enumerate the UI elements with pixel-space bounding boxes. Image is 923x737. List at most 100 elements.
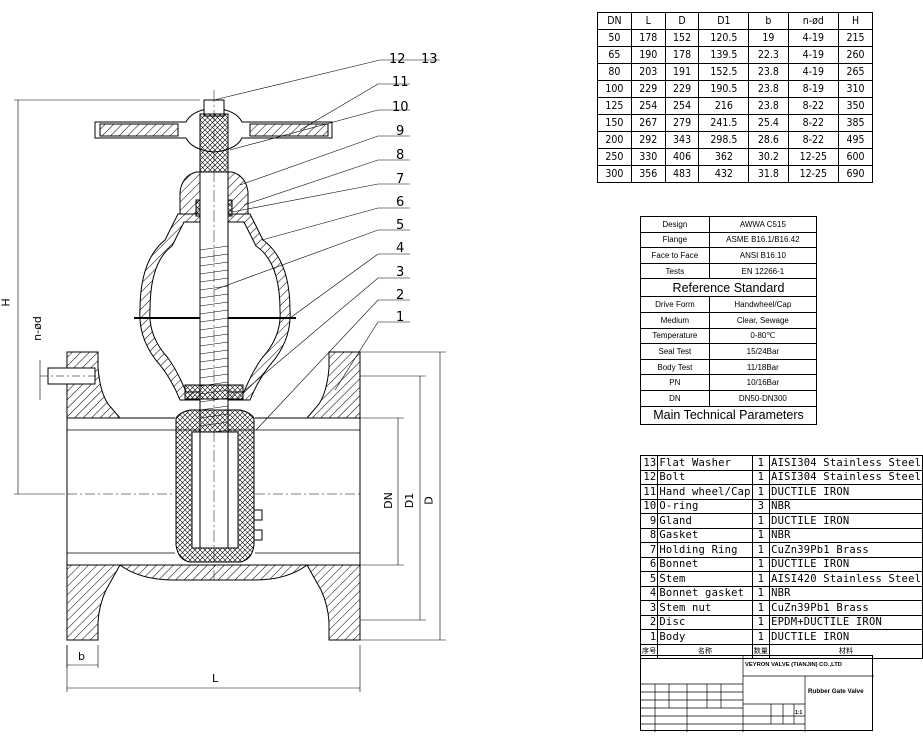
table-header-cell: D	[664, 12, 700, 30]
parameter-value: ASME B16.1/B16.42	[708, 231, 818, 249]
table-cell: 8-22	[787, 131, 840, 149]
table-cell: 80	[597, 63, 632, 81]
parameter-value: 15/24Bar	[708, 343, 818, 360]
table-cell: 23.8	[748, 80, 789, 98]
table-cell: 254	[664, 97, 700, 115]
bom-quantity: 1	[751, 556, 771, 572]
bom-part-name: Flat Washer	[657, 455, 753, 471]
table-cell: 229	[664, 80, 700, 98]
bom-item-number: 3	[639, 600, 659, 616]
bom-item-number: 10	[639, 498, 659, 514]
parameter-name: Temperature	[640, 327, 710, 345]
bom-quantity: 1	[751, 527, 771, 543]
table-cell: 356	[630, 165, 666, 183]
bom-part-name: Disc	[657, 614, 753, 630]
dim-label-d: D	[422, 496, 436, 505]
parameter-name: Seal Test	[640, 343, 710, 360]
callout-6: 6	[396, 195, 405, 210]
parameter-value: ANSI B16.10	[708, 247, 818, 264]
bom-item-number: 5	[639, 571, 659, 587]
table-cell: 350	[838, 97, 873, 115]
table-cell: 690	[838, 165, 873, 183]
table-cell: 12-25	[787, 148, 840, 166]
bom-quantity: 1	[751, 469, 771, 485]
table-cell: 200	[597, 131, 632, 149]
table-cell: 229	[630, 80, 666, 98]
dim-label-nd: n-ød	[30, 316, 44, 341]
callout-8: 8	[396, 148, 405, 163]
table-cell: 300	[597, 165, 632, 183]
parameter-value: 11/18Bar	[708, 358, 818, 376]
parameter-value: Clear, Sewage	[708, 311, 818, 329]
table-cell: 267	[630, 114, 666, 132]
table-cell: 178	[664, 46, 700, 64]
parameter-name: Tests	[640, 262, 710, 280]
table-cell: 120.5	[698, 29, 750, 47]
bom-material: DUCTILE IRON	[769, 629, 923, 645]
company-name: VEYRON VALVE (TIANJIN) CO.,LTD	[745, 662, 842, 668]
table-cell: 215	[838, 29, 873, 47]
bom-part-name: Gasket	[657, 527, 753, 543]
table-cell: 178	[630, 29, 666, 47]
table-cell: 191	[664, 63, 700, 81]
table-cell: 330	[630, 148, 666, 166]
parameter-value: AWWA C515	[708, 216, 818, 233]
table-cell: 23.8	[748, 97, 789, 115]
table-cell: 25.4	[748, 114, 789, 132]
table-cell: 190	[630, 46, 666, 64]
bom-quantity: 1	[751, 600, 771, 616]
dim-label-l: L	[212, 672, 219, 685]
parameter-value: Handwheel/Cap	[708, 296, 818, 313]
bom-quantity: 1	[751, 455, 771, 471]
bom-part-name: Body	[657, 629, 753, 645]
callout-3: 3	[396, 265, 405, 280]
table-cell: 343	[664, 131, 700, 149]
bom-material: NBR	[769, 527, 923, 543]
product-name: Rubber Gate Valve	[808, 688, 864, 695]
callout-11: 11	[392, 75, 409, 90]
bom-quantity: 1	[751, 542, 771, 558]
gate-valve-section-drawing	[14, 59, 446, 692]
left-flange-bottom	[66, 564, 121, 641]
bom-item-number: 1	[639, 629, 659, 645]
table-cell: 250	[597, 148, 632, 166]
parameter-value: DN50-DN300	[708, 389, 818, 407]
table-cell: 298.5	[698, 131, 750, 149]
table-cell: 8-19	[787, 80, 840, 98]
bom-quantity: 1	[751, 571, 771, 587]
bom-item-number: 4	[639, 585, 659, 601]
parameter-value: EN 12266-1	[708, 262, 818, 280]
table-cell: 50	[597, 29, 632, 47]
parameter-name: DN	[640, 389, 710, 407]
parameter-name: Medium	[640, 311, 710, 329]
bom-material: AISI304 Stainless Steel	[769, 469, 923, 485]
table-cell: 600	[838, 148, 873, 166]
parameter-name: Design	[640, 216, 710, 233]
bom-part-name: Holding Ring	[657, 542, 753, 558]
table-cell: 292	[630, 131, 666, 149]
table-cell: 22.3	[748, 46, 789, 64]
table-cell: 23.8	[748, 63, 789, 81]
bom-quantity: 3	[751, 498, 771, 514]
table-cell: 8-22	[787, 114, 840, 132]
dim-label-d1: D1	[403, 492, 417, 509]
bom-quantity: 1	[751, 513, 771, 529]
title-block-grid	[641, 656, 874, 732]
scale: 1:1	[795, 710, 803, 716]
table-cell: 152.5	[698, 63, 750, 81]
callout-7: 7	[396, 172, 405, 187]
callout-4: 4	[396, 241, 405, 256]
